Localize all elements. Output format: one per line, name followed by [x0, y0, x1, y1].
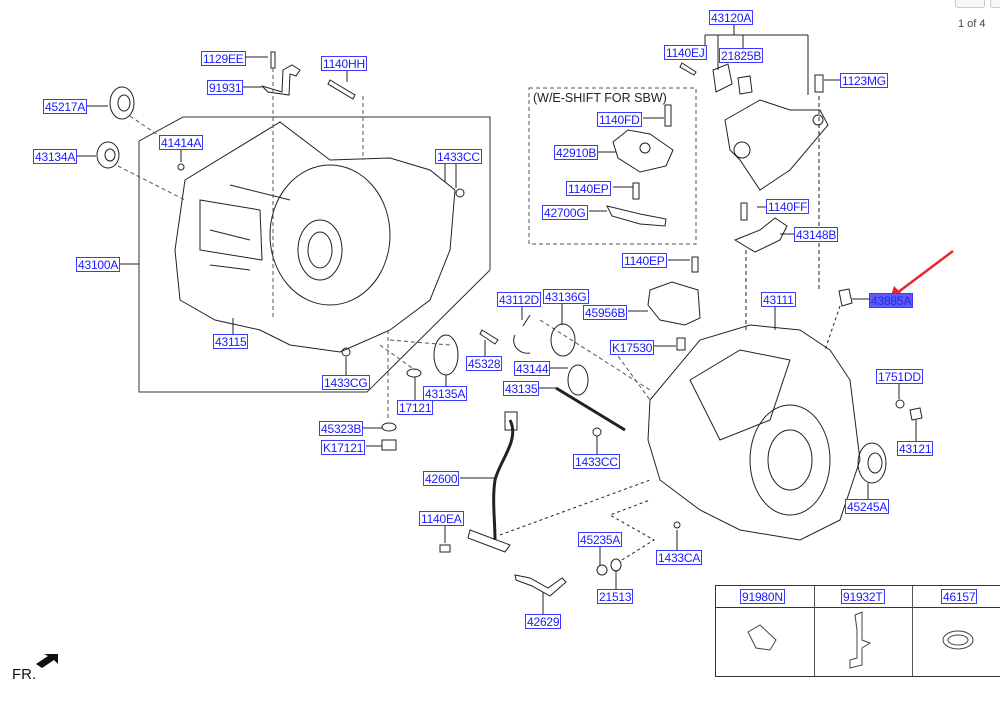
part-label-1140hh[interactable]: 1140HH — [321, 56, 367, 71]
part-label-43148b[interactable]: 43148B — [794, 227, 839, 242]
engine-mount-43120A-icon — [724, 99, 829, 191]
bracket-43148B-icon — [733, 217, 788, 253]
part-label-43120a[interactable]: 43120A — [709, 10, 754, 25]
front-orientation-label: FR. — [12, 666, 37, 683]
part-label-1140ea[interactable]: 1140EA — [419, 511, 464, 526]
part-label-42910b[interactable]: 42910B — [554, 145, 599, 160]
front-direction-arrow-icon — [36, 654, 58, 668]
breather-cap-43885A-icon — [838, 288, 853, 307]
bearing-43134A-icon — [96, 141, 120, 169]
part-label-1140ep[interactable]: 1140EP — [622, 253, 667, 268]
part-label-1433cg[interactable]: 1433CG — [322, 375, 370, 390]
part-label-45245a[interactable]: 45245A — [845, 499, 890, 514]
part-label-43111[interactable]: 43111 — [761, 292, 796, 307]
cover-43135A-icon — [433, 334, 459, 376]
part-label-43100a[interactable]: 43100A — [76, 257, 121, 272]
part-label-k17121[interactable]: K17121 — [321, 440, 366, 455]
e-shift-subassembly-box — [528, 87, 697, 245]
snap-ring-43112D-icon — [513, 314, 531, 354]
part-label-43121[interactable]: 43121 — [897, 441, 934, 456]
page-indicator: 1 of 4 — [958, 18, 986, 30]
part-label-41414a[interactable]: 41414A — [159, 135, 204, 150]
part-label-43885a[interactable]: 43885A — [869, 293, 914, 308]
subassembly-caption: (W/E-SHIFT FOR SBW) — [533, 91, 667, 105]
part-label-43135[interactable]: 43135 — [503, 381, 540, 396]
part-label-91931[interactable]: 91931 — [207, 80, 244, 95]
clutch-housing-icon — [174, 121, 456, 353]
harness-42600-icon — [492, 419, 515, 541]
bracket-91931-icon — [261, 64, 301, 96]
bracket-42629-icon — [514, 574, 567, 597]
part-label-43144[interactable]: 43144 — [514, 361, 551, 376]
part-label-17121[interactable]: 17121 — [397, 400, 434, 415]
part-label[interactable]: 91980N — [740, 589, 785, 604]
column-divider — [814, 586, 815, 676]
left-housing-frame — [138, 116, 491, 393]
part-label-43135a[interactable]: 43135A — [423, 386, 468, 401]
part-label-1129ee[interactable]: 1129EE — [201, 51, 246, 66]
part-label-42700g[interactable]: 42700G — [542, 205, 588, 220]
cover-43136G-icon — [550, 323, 576, 357]
clip-bracket-icon — [747, 624, 777, 651]
inhibitor-switch-45956B-icon — [647, 281, 701, 326]
part-label-42600[interactable]: 42600 — [423, 471, 460, 486]
inhibitor-42910B-icon — [612, 129, 674, 173]
part-label-1140fd[interactable]: 1140FD — [597, 112, 642, 127]
part-label-42629[interactable]: 42629 — [525, 614, 562, 629]
seal-ring-icon — [942, 630, 974, 650]
part-label-43134a[interactable]: 43134A — [33, 149, 78, 164]
part-label-k17530[interactable]: K17530 — [610, 340, 655, 355]
mounting-bracket-icon — [849, 611, 872, 669]
column-divider — [912, 586, 913, 676]
seal-45245A-icon — [857, 442, 887, 484]
part-label-21513[interactable]: 21513 — [597, 589, 634, 604]
part-label-45217a[interactable]: 45217A — [43, 99, 88, 114]
part-label-43112d[interactable]: 43112D — [497, 292, 541, 307]
seal-45217A-icon — [109, 86, 135, 120]
part-label-1140ff[interactable]: 1140FF — [766, 199, 810, 214]
part-label[interactable]: 46157 — [941, 589, 978, 604]
part-label-45323b[interactable]: 45323B — [319, 421, 364, 436]
part-label-45956b[interactable]: 45956B — [583, 305, 628, 320]
part-label-1140ej[interactable]: 1140EJ — [664, 45, 707, 60]
part-label-21825b[interactable]: 21825B — [719, 48, 764, 63]
part-label[interactable]: 91932T — [841, 589, 885, 604]
sensor-42700G-icon — [606, 205, 667, 227]
part-label-43136g[interactable]: 43136G — [543, 289, 589, 304]
part-label-1751dd[interactable]: 1751DD — [876, 369, 923, 384]
part-label-45328[interactable]: 45328 — [466, 356, 503, 371]
transaxle-case-icon — [647, 324, 861, 541]
next-page-button[interactable] — [990, 0, 1000, 8]
previous-page-button[interactable] — [955, 0, 985, 8]
part-label-1433ca[interactable]: 1433CA — [656, 550, 703, 565]
part-label-45235a[interactable]: 45235A — [578, 532, 623, 547]
part-label-1123mg[interactable]: 1123MG — [840, 73, 888, 88]
accessory-parts-table: 91980N 91932T 46157 — [715, 585, 1000, 677]
pointer-arrow-icon — [890, 250, 954, 299]
part-label-1433cc[interactable]: 1433CC — [573, 454, 620, 469]
part-label-1433cc[interactable]: 1433CC — [435, 149, 482, 164]
part-label-1140ep[interactable]: 1140EP — [566, 181, 611, 196]
part-label-43115[interactable]: 43115 — [213, 334, 249, 349]
table-header — [716, 586, 1000, 608]
